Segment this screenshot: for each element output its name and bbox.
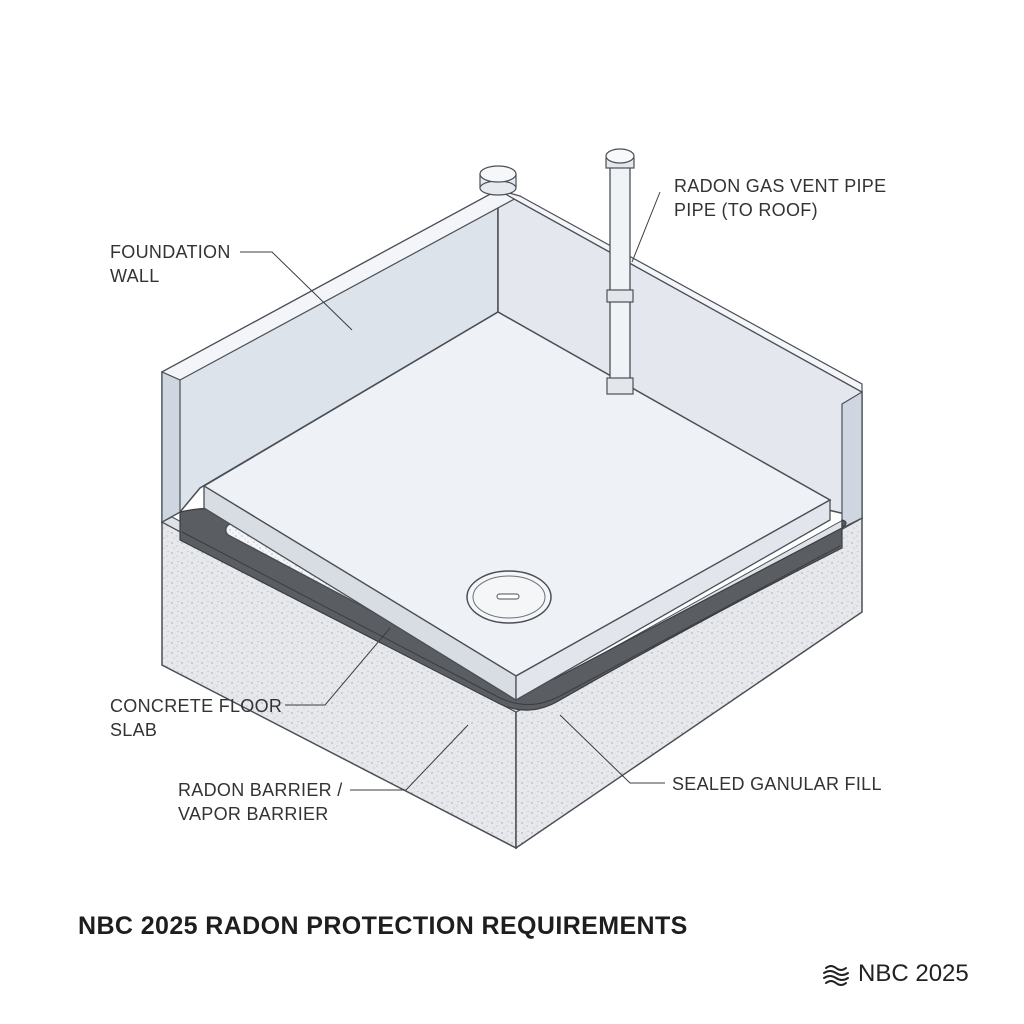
- label-floor-slab-line1: CONCRETE FLOOR: [110, 696, 283, 716]
- label-foundation-wall-line2: WALL: [110, 266, 160, 286]
- label-fill-line1: SEALED GANULAR FILL: [672, 774, 882, 794]
- page-title: NBC 2025 RADON PROTECTION REQUIREMENTS: [78, 912, 688, 940]
- label-vent-pipe-line1: RADON GAS VENT PIPE: [674, 176, 887, 196]
- label-fill: SEALED GANULAR FILL: [672, 772, 882, 796]
- label-vent-pipe: RADON GAS VENT PIPE PIPE (TO ROOF): [674, 174, 886, 222]
- leader-floor-slab: [285, 627, 391, 706]
- brand-text: NBC 2025: [858, 960, 969, 987]
- label-vent-pipe-line2: PIPE (TO ROOF): [674, 200, 818, 220]
- label-barrier-line1: RADON BARRIER /: [178, 780, 343, 800]
- label-floor-slab: CONCRETE FLOOR SLAB: [110, 694, 282, 742]
- label-foundation-wall: FOUNDATION WALL: [110, 240, 231, 288]
- leader-barrier: [350, 724, 469, 791]
- leader-vent-pipe: [631, 191, 661, 263]
- leader-fill: [559, 714, 665, 784]
- leader-foundation-wall: [240, 251, 353, 331]
- brand-mark: NBC 2025: [822, 960, 969, 988]
- waves-logo-icon: [823, 965, 849, 986]
- concrete-floor-slab: [202, 311, 832, 702]
- label-barrier-line2: VAPOR BARRIER: [178, 804, 329, 824]
- foundation-wall: [160, 188, 863, 529]
- label-barrier: RADON BARRIER / VAPOR BARRIER: [178, 778, 343, 826]
- radon-vent-pipe: [605, 148, 635, 395]
- label-foundation-wall-line1: FOUNDATION: [110, 242, 231, 262]
- label-floor-slab-line2: SLAB: [110, 720, 158, 740]
- wall-corner-cap: [479, 165, 517, 196]
- leader-lines: [240, 191, 665, 791]
